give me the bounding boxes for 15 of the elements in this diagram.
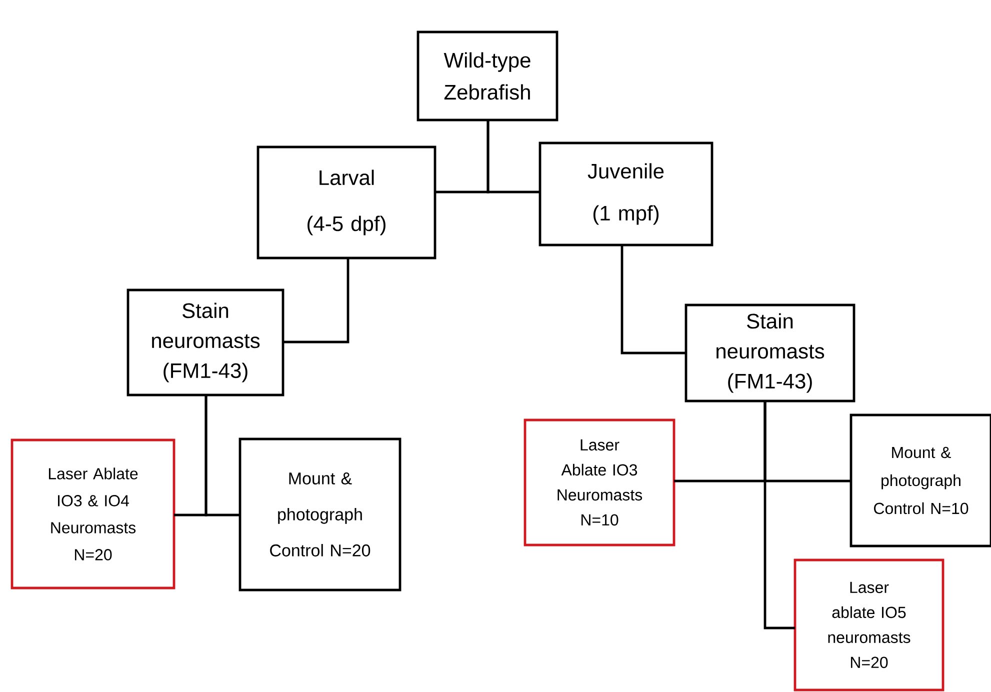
ablation-box: Laser Ablate IO3 Neuromasts N=10 [524, 418, 676, 546]
connector-line [204, 395, 240, 516]
process-box: Juvenile (1 mpf) [538, 142, 714, 246]
connector-line [283, 258, 350, 344]
connector-line [620, 245, 686, 354]
connector-line [764, 401, 795, 630]
ablation-box: Laser Ablate IO3 & IO4 Neuromasts N=20 [10, 438, 176, 590]
process-box: Mount & photograph Control N=10 [850, 414, 991, 548]
process-box: Larval (4-5 dpf) [256, 146, 436, 260]
process-box: Stain neuromasts (FM1-43) [684, 304, 856, 402]
ablation-box: Laser ablate IO5 neuromasts N=20 [794, 558, 944, 692]
connector-line [486, 120, 540, 194]
process-box: Stain neuromasts (FM1-43) [126, 288, 284, 396]
process-box: Wild-type Zebrafish [416, 30, 558, 122]
process-box: Mount & photograph Control N=20 [238, 438, 402, 592]
